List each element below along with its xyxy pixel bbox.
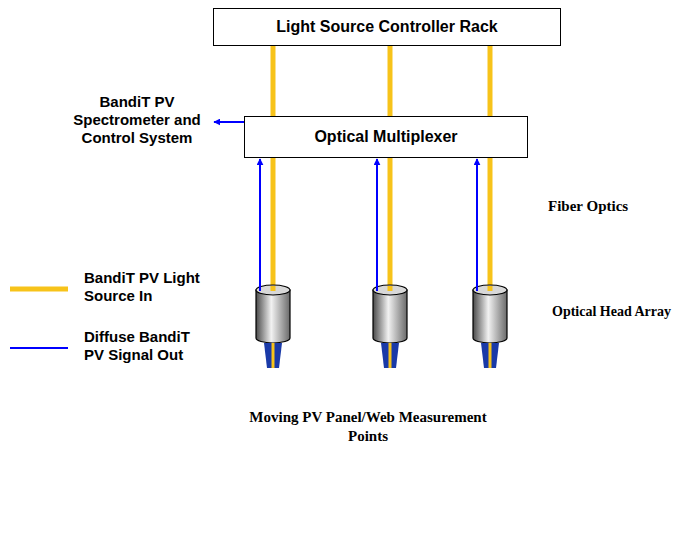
measurement-spot [381,390,399,400]
source-beam [489,368,492,384]
legend-text: BandiT PV Light Source In [84,269,212,305]
optical-head [373,158,407,343]
beam-head [486,383,494,391]
source-beam [489,343,492,368]
signal-fiber [376,286,378,291]
box-label: Optical Multiplexer [314,128,457,146]
signal-fiber [259,286,261,291]
optical-head [473,158,507,343]
panel-top [104,368,568,536]
signal-cone [481,343,499,368]
signal-cone [381,368,399,388]
signal-cone [481,368,499,388]
legend-text: Diffuse BandiT PV Signal Out [84,328,212,364]
signal-arrow [214,121,244,123]
panel-label: Moving PV Panel/Web Measurement Points [248,408,488,446]
pv-panel: Moving PV Panel/Web Measurement Points [104,368,578,550]
source-beam [389,343,392,368]
source-beam [389,368,392,384]
head-top [373,285,407,295]
legend-line [10,287,68,292]
panel-edge [104,512,558,548]
measurement-beam [381,368,399,400]
signal-fiber [476,159,478,288]
source-fiber [488,46,493,116]
controller-rack-box: Light Source Controller Rack [213,8,561,46]
box-label: Light Source Controller Rack [276,18,497,36]
source-fiber [388,46,393,116]
fiber-label: Fiber Optics [548,197,668,215]
spectrometer-label: BandiT PV Spectrometer and Control Syste… [66,93,208,147]
panel-side [550,368,576,548]
source-fiber [488,286,493,291]
source-fiber [488,158,493,288]
optical-head [256,158,290,343]
legend-line [10,347,68,349]
head-body [256,290,290,343]
source-fiber [388,286,393,291]
measurement-spot [264,390,282,400]
measurement-beam [264,368,282,400]
source-beam [272,343,275,368]
source-beam [272,368,275,384]
multiplexer-box: Optical Multiplexer [244,116,528,158]
head-body [473,290,507,343]
beam-head [269,383,277,391]
signal-cone [381,343,399,368]
signal-fiber [376,159,378,288]
signal-cone [264,368,282,388]
measurement-beam [481,368,499,400]
optical-head-array [256,158,507,343]
source-fiber [271,286,276,291]
source-fiber [271,46,276,116]
signal-fiber [259,159,261,288]
signal-fiber [476,286,478,291]
panel-outline [104,368,578,550]
head-top [473,285,507,295]
signal-cone [264,343,282,368]
beam-head [386,383,394,391]
head-body [373,290,407,343]
head-array-label: Optical Head Array [552,303,692,321]
source-fiber [388,158,393,288]
head-top [256,285,290,295]
measurement-spot [481,390,499,400]
source-fiber [271,158,276,288]
